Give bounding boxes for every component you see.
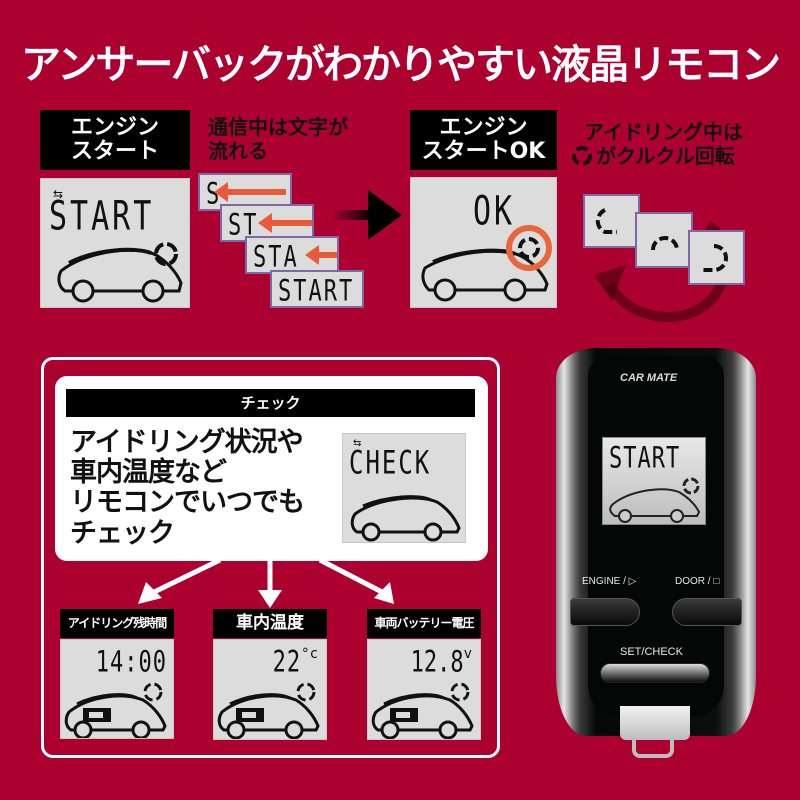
check-item-lcd: 22 °c bbox=[213, 639, 327, 740]
car-silhouette-icon bbox=[609, 477, 701, 523]
left-arrowhead-icon bbox=[214, 182, 228, 202]
engine-start-label-line1: エンジン bbox=[70, 114, 159, 140]
left-arrow-icon bbox=[268, 220, 312, 226]
check-item-unit: °c bbox=[301, 646, 318, 662]
idle-note-line1: アイドリング中は bbox=[584, 120, 743, 144]
strip-text: START bbox=[278, 275, 355, 308]
check-section-frame bbox=[41, 357, 500, 758]
right-arrowhead-icon bbox=[368, 190, 402, 240]
check-item-lcd: 12.8 v bbox=[367, 639, 481, 740]
ok-lcd-text: OK bbox=[473, 188, 516, 236]
check-description-line4: チェック bbox=[70, 517, 175, 549]
check-item-cabin-temp: 車内温度 22 °c bbox=[213, 609, 327, 740]
check-description-line3: リモコンでいつでも bbox=[70, 487, 305, 519]
car-battery-icon bbox=[217, 682, 320, 739]
check-item-label: 車内温度 bbox=[213, 609, 327, 638]
spinner-frame-2-icon bbox=[651, 236, 679, 251]
engine-button-label: ENGINE / ▷ bbox=[582, 576, 637, 587]
car-silhouette-icon bbox=[421, 225, 552, 302]
ok-lcd: OK bbox=[410, 177, 557, 308]
check-band: チェック bbox=[66, 389, 475, 417]
spinner-frame-1 bbox=[583, 194, 640, 248]
remote-brand: CAR MATE bbox=[620, 372, 678, 384]
car-silhouette-icon bbox=[350, 495, 461, 542]
check-item-value: 12.8 bbox=[410, 646, 464, 680]
car-silhouette-icon bbox=[57, 247, 183, 303]
car-battery-icon bbox=[64, 682, 167, 738]
engine-start-ok-label-line2: スタートOK bbox=[421, 139, 546, 164]
check-item-unit: v bbox=[463, 646, 472, 662]
strap-loop bbox=[632, 738, 674, 758]
check-item-lcd: 14:00 bbox=[60, 639, 174, 739]
check-description-line1: アイドリング状況や bbox=[70, 427, 304, 458]
scroll-note: 通信中は文字が 流れる bbox=[208, 115, 348, 163]
engine-start-label: エンジン スタート bbox=[40, 110, 190, 170]
idle-spinner-icon bbox=[572, 146, 592, 166]
check-item-label: 車両バッテリー電圧 bbox=[367, 609, 481, 638]
car-battery-icon bbox=[371, 682, 474, 739]
branch-arrows-icon bbox=[138, 558, 394, 608]
start-lcd: ⇆ START bbox=[40, 178, 190, 308]
scroll-strip-4: START bbox=[270, 270, 364, 308]
highlight-ring bbox=[506, 225, 552, 271]
signal-arrow-icon: ⇆ bbox=[353, 438, 362, 449]
set-check-button[interactable] bbox=[600, 663, 710, 683]
check-item-value: 22 bbox=[272, 646, 302, 680]
check-description: アイドリング状況や 車内温度など リモコンでいつでも チェック bbox=[70, 427, 305, 549]
check-item-idle-time: アイドリング残時間 14:00 bbox=[60, 609, 174, 739]
spinner-frame-2 bbox=[635, 212, 693, 268]
left-arrow-icon bbox=[315, 252, 337, 258]
engine-start-ok-label-line1: エンジン bbox=[439, 114, 528, 140]
check-item-battery-voltage: 車両バッテリー電圧 12.8 v bbox=[367, 609, 481, 740]
spinner-frame-3 bbox=[688, 230, 745, 285]
idle-spinner-icon bbox=[154, 242, 178, 266]
check-item-reading: 12.8 v bbox=[411, 646, 472, 680]
right-arrow-icon bbox=[332, 210, 372, 220]
strip-text: ST bbox=[228, 209, 259, 242]
strip-text: STA bbox=[253, 241, 299, 274]
idle-note: アイドリング中は がクルクル回転 bbox=[572, 120, 743, 168]
check-lcd: ⇆ CHECK bbox=[342, 433, 466, 543]
check-item-label: アイドリング残時間 bbox=[60, 609, 174, 638]
spinner-frame-3-icon bbox=[702, 244, 728, 272]
door-button-label: DOOR / □ bbox=[675, 576, 720, 587]
scroll-strip-3: STA bbox=[245, 236, 339, 274]
headline: アンサーバックがわかりやすい液晶リモコン bbox=[21, 42, 781, 88]
check-lcd-text: CHECK bbox=[349, 444, 432, 482]
left-arrow-icon bbox=[224, 189, 286, 195]
check-item-value: 14:00 bbox=[95, 646, 167, 680]
engine-button[interactable] bbox=[570, 598, 640, 626]
left-arrowhead-icon bbox=[305, 245, 319, 265]
check-description-line2: 車内温度など bbox=[70, 457, 227, 489]
idle-note-line2: がクルクル回転 bbox=[596, 144, 735, 168]
remote-face bbox=[588, 356, 724, 716]
check-item-reading: 22 °c bbox=[273, 646, 318, 680]
remote-lcd: START bbox=[602, 437, 706, 525]
remote-bottom-cap bbox=[620, 706, 690, 740]
start-lcd-text: START bbox=[49, 193, 155, 241]
signal-arrow-icon: ⇆ bbox=[53, 187, 64, 201]
door-button[interactable] bbox=[672, 598, 742, 626]
engine-start-ok-label: エンジン スタートOK bbox=[410, 110, 557, 170]
engine-start-label-line2: スタート bbox=[70, 139, 159, 164]
set-check-label: SET/CHECK bbox=[620, 646, 683, 658]
spinner-frame-1-icon bbox=[595, 208, 617, 234]
remote-lcd-text: START bbox=[609, 442, 681, 476]
scroll-note-line1: 通信中は文字が bbox=[208, 115, 348, 139]
left-arrowhead-icon bbox=[258, 213, 272, 233]
scroll-note-line2: 流れる bbox=[208, 139, 268, 163]
